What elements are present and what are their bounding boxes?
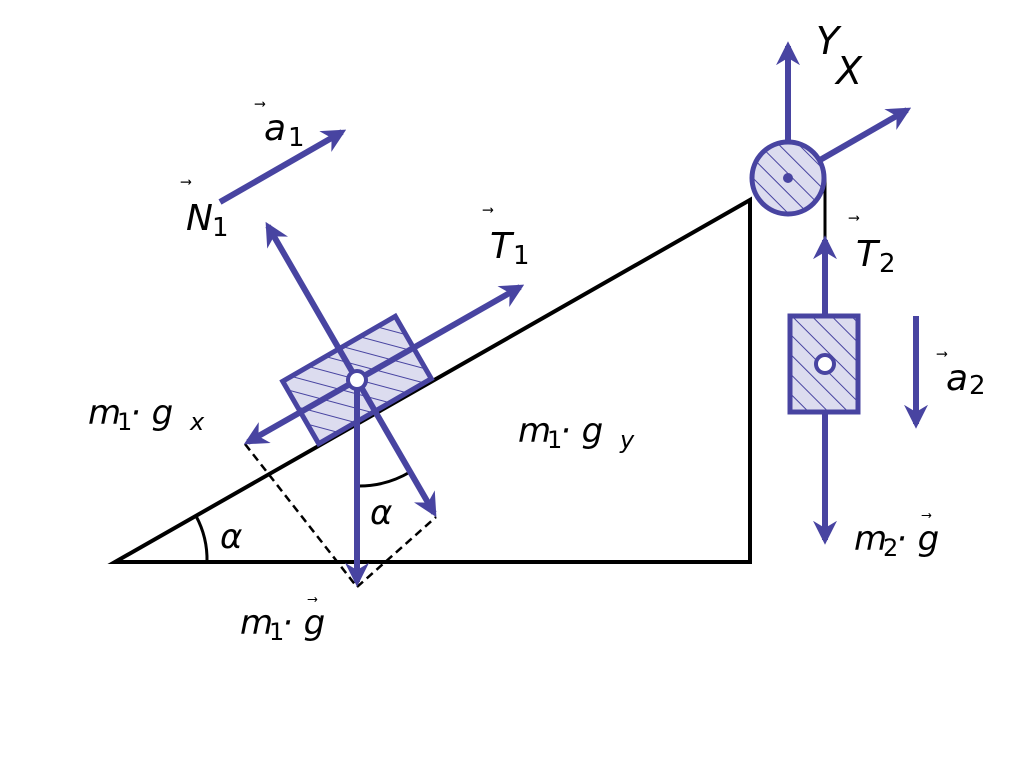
svg-text:⃗: ⃗ xyxy=(921,513,932,518)
label-m1g: m 1 · g ⃗ xyxy=(240,597,325,646)
dashed-line-1 xyxy=(244,443,358,588)
svg-text:m: m xyxy=(854,519,887,559)
svg-text:⃗: ⃗ xyxy=(936,351,948,357)
svg-text:⃗: ⃗ xyxy=(180,179,192,185)
label-T1: T 1 ⃗ xyxy=(482,207,530,271)
angle-arc-inner xyxy=(356,470,411,488)
svg-text:· g: · g xyxy=(282,603,325,643)
svg-text:2: 2 xyxy=(879,249,896,279)
svg-text:⃗: ⃗ xyxy=(848,215,860,221)
arrow-m1gy xyxy=(354,378,437,518)
svg-text:a: a xyxy=(264,108,286,149)
svg-text:· g: · g xyxy=(560,411,603,451)
m2-center xyxy=(814,353,836,375)
arrow-N1 xyxy=(265,221,360,382)
label-m2g: m 2 · g ⃗ xyxy=(854,513,939,562)
svg-text:· g: · g xyxy=(130,393,173,433)
svg-text:N: N xyxy=(186,198,213,239)
svg-text:m: m xyxy=(518,411,551,451)
label-a2: a 2 ⃗ xyxy=(936,351,986,401)
svg-text:y: y xyxy=(619,426,635,454)
svg-text:T: T xyxy=(856,234,881,275)
label-X: X xyxy=(834,49,863,93)
arrow-a1 xyxy=(218,129,347,205)
svg-text:m: m xyxy=(88,393,121,433)
label-T2: T 2 ⃗ xyxy=(848,215,896,279)
svg-text:2: 2 xyxy=(969,371,986,401)
label-a1: a 1 ⃗ xyxy=(254,101,305,153)
angle-arc-base xyxy=(194,515,209,563)
svg-text:1: 1 xyxy=(212,213,229,243)
axis-X xyxy=(818,107,912,163)
label-N1: N 1 ⃗ xyxy=(180,179,229,243)
arrow-T1 xyxy=(355,284,525,383)
svg-text:⃗: ⃗ xyxy=(307,597,318,602)
svg-text:⃗: ⃗ xyxy=(254,101,266,107)
label-alpha-inner: α xyxy=(370,493,392,533)
label-m1gx: m 1 · g x xyxy=(88,393,205,436)
svg-text:2: 2 xyxy=(883,534,898,562)
pulley-axle xyxy=(783,173,793,183)
label-Y: Y xyxy=(816,19,842,63)
incline-triangle xyxy=(107,196,752,564)
label-m1gy: m 1 · g y xyxy=(518,411,635,454)
svg-text:⃗: ⃗ xyxy=(482,207,494,213)
svg-text:1: 1 xyxy=(513,241,530,271)
svg-text:1: 1 xyxy=(269,618,284,646)
svg-text:a: a xyxy=(946,358,968,399)
m1-center xyxy=(346,369,368,391)
arrow-m1gx xyxy=(243,377,359,445)
svg-text:1: 1 xyxy=(547,426,562,454)
label-alpha-base: α xyxy=(220,517,242,557)
svg-text:1: 1 xyxy=(117,408,132,436)
dashed-line-2 xyxy=(356,516,437,588)
svg-text:m: m xyxy=(240,603,273,643)
svg-text:x: x xyxy=(189,408,205,436)
svg-text:1: 1 xyxy=(288,123,305,153)
svg-text:T: T xyxy=(490,226,515,267)
svg-text:· g: · g xyxy=(896,519,939,559)
